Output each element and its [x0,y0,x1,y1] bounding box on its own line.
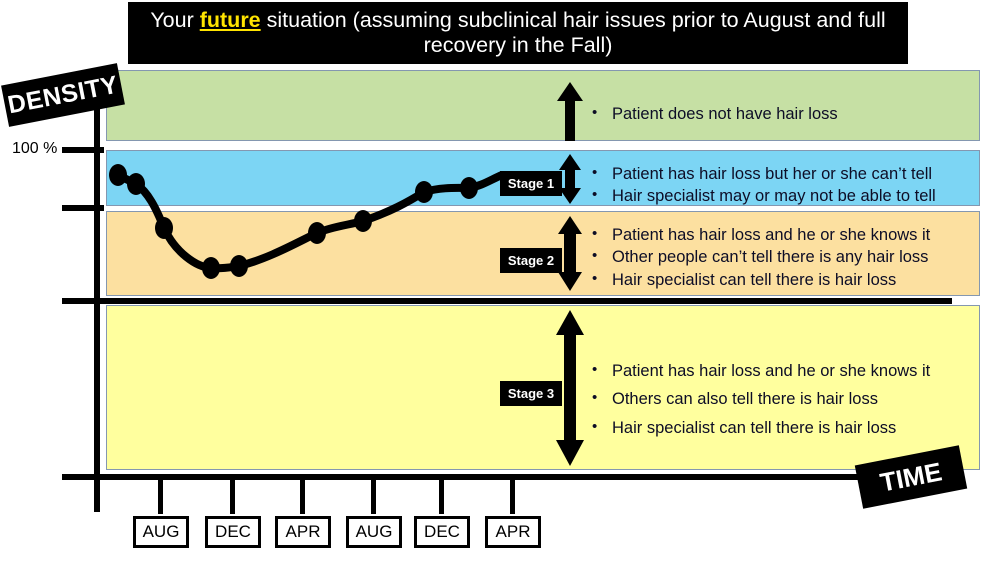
title-text-after: situation (assuming subclinical hair iss… [260,7,886,57]
bullet-dot: • [592,389,598,407]
bullet-dot: • [592,104,598,121]
bullet-text: Other people can’t tell there is any hai… [612,248,929,267]
bullet-dot: • [592,361,598,378]
x-axis-tick-5 [439,476,444,514]
title-highlight-future: future [199,7,261,32]
bullets-stage-1: • Patient has hair loss but her or she c… [592,163,936,208]
bullet-text: Patient has hair loss but her or she can… [612,165,933,183]
bullet-text: Patient has hair loss and he or she know… [612,226,931,244]
x-axis [62,474,952,480]
bullet-text: Patient does not have hair loss [612,105,838,123]
title-text-before: Your [150,7,200,32]
bullet-text: Hair specialist can tell there is hair l… [612,418,897,437]
x-axis-tick-2 [230,476,235,514]
slide-title: Your future situation (assuming subclini… [128,2,908,64]
badge-stage-3: Stage 3 [500,381,562,406]
band-no-hair-loss [106,70,980,141]
bullet-text: Others can also tell there is hair loss [612,390,878,409]
bullet-dot: • [592,186,598,204]
band-separator [62,298,952,304]
bullets-no-hair-loss: • Patient does not have hair loss [592,103,838,125]
x-axis-label-2: DEC [205,516,261,548]
x-axis-label-3: APR [275,516,331,548]
y-axis-tick-stage1-bottom [62,205,104,211]
x-axis-tick-6 [510,476,515,514]
bullet-text: Hair specialist can tell there is hair l… [612,270,897,289]
x-axis-tick-4 [371,476,376,514]
x-axis-label-1: AUG [133,516,189,548]
x-axis-tick-1 [158,476,163,514]
badge-stage-2: Stage 2 [500,248,562,273]
y-axis-tick-100 [62,147,104,153]
bullet-text: Patient has hair loss and he or she know… [612,362,931,380]
bullets-stage-2: • Patient has hair loss and he or she kn… [592,224,930,291]
x-axis-label-5: DEC [414,516,470,548]
bullet-text: Hair specialist may or may not be able t… [612,187,936,206]
y-axis-tick-label-100: 100 % [12,140,58,157]
x-axis-tick-3 [300,476,305,514]
bullets-stage-3: • Patient has hair loss and he or she kn… [592,360,930,439]
bullet-dot: • [592,247,598,265]
badge-stage-1: Stage 1 [500,171,562,196]
bullet-dot: • [592,164,598,181]
y-axis [94,68,100,512]
bullet-dot: • [592,269,598,287]
x-axis-label-6: APR [485,516,541,548]
x-axis-label-4: AUG [346,516,402,548]
bullet-dot: • [592,417,598,435]
bullet-dot: • [592,225,598,242]
